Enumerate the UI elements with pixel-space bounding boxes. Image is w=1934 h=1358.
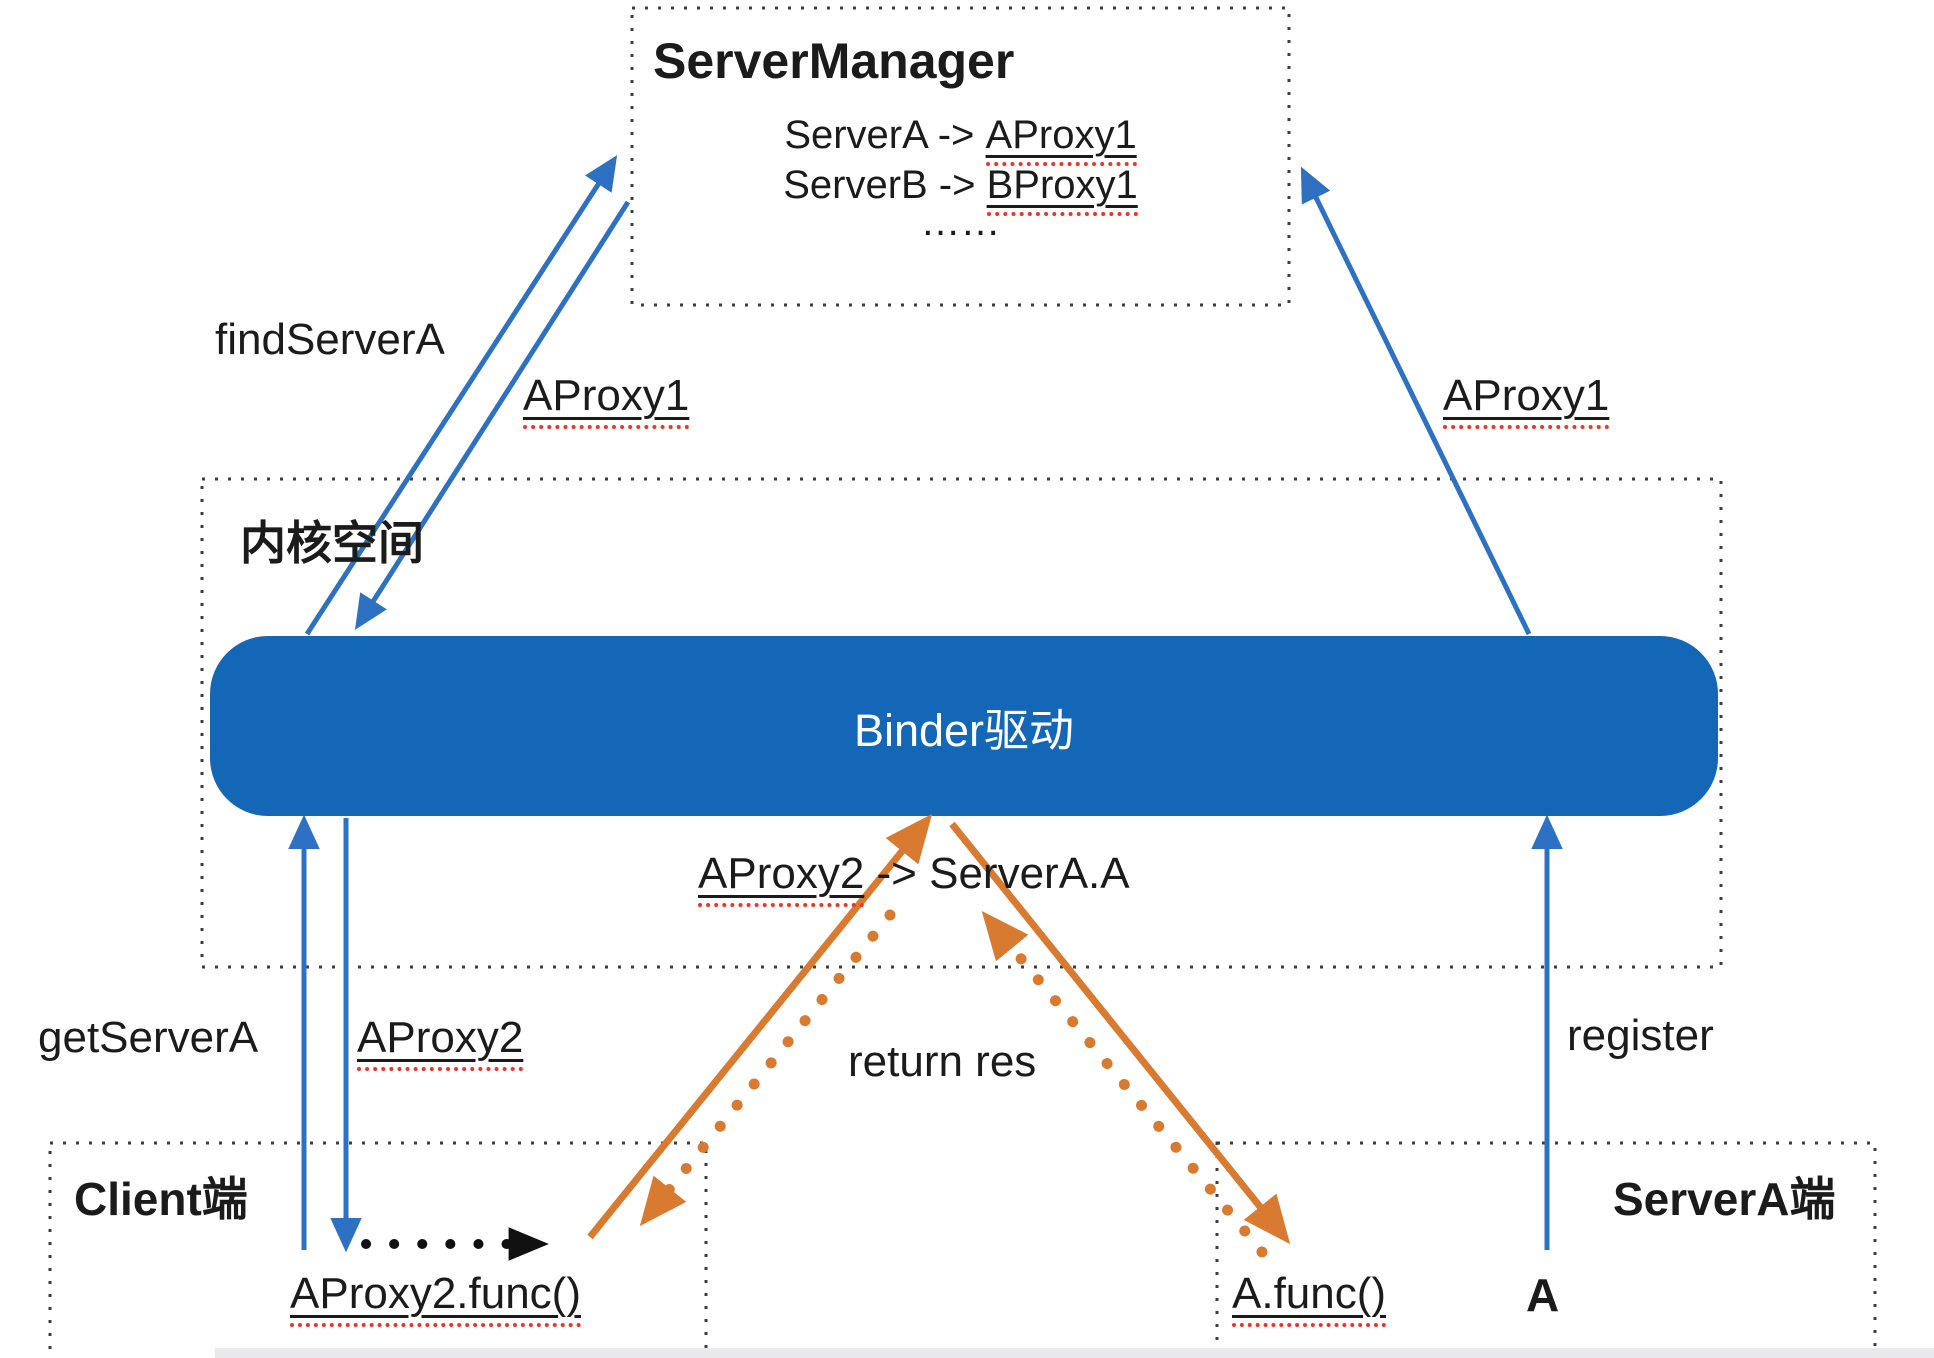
mapping-proxy: BProxy1 xyxy=(986,163,1138,216)
mapping-from: ServerA -> xyxy=(784,113,986,157)
label-findservera: findServerA xyxy=(215,315,445,364)
bottom-edge-strip xyxy=(215,1348,1934,1358)
arrow-aproxy1-down-left xyxy=(354,200,631,630)
label-aproxy1-left: AProxy1 xyxy=(523,371,690,430)
arrow-return-up-from-afunc xyxy=(981,910,1268,1258)
binder-mapping-rest: -> ServerA.A xyxy=(864,849,1130,898)
server-manager-row: ServerA -> AProxy1 xyxy=(632,113,1289,166)
mapping-proxy: AProxy1 xyxy=(985,113,1137,166)
label-aproxy1-right: AProxy1 xyxy=(1443,371,1610,430)
label-aproxy2: AProxy2 xyxy=(357,1013,524,1072)
arrow-findservera-up xyxy=(304,155,618,636)
server-manager-ellipsis: …… xyxy=(920,200,1001,244)
server-a-object-label: A xyxy=(1526,1269,1560,1321)
server-a-func-text: A.func() xyxy=(1232,1269,1387,1328)
binder-mapping-label: AProxy2 -> ServerA.A xyxy=(698,849,1130,908)
binder-driver-label: Binder驱动 xyxy=(853,704,1075,756)
binder-driver-bar xyxy=(210,636,1718,816)
server-a-func-label: A.func() xyxy=(1232,1269,1387,1328)
server-manager-row: ServerB -> BProxy1 xyxy=(632,163,1289,216)
server-manager-title: ServerManager xyxy=(653,33,1015,89)
label-getservera: getServerA xyxy=(38,1013,259,1062)
binder-mapping-proxy: AProxy2 xyxy=(698,849,865,908)
label-register: register xyxy=(1567,1011,1714,1060)
client-box xyxy=(48,1141,708,1358)
client-call-text: AProxy2.func() xyxy=(290,1269,581,1328)
label-aproxy1-left-text: AProxy1 xyxy=(523,371,690,430)
client-call-label: AProxy2.func() xyxy=(290,1269,581,1328)
arrow-return-down-to-client xyxy=(639,909,896,1227)
client-box-title: Client端 xyxy=(74,1173,248,1225)
mapping-from: ServerB -> xyxy=(783,163,987,207)
label-return-res: return res xyxy=(848,1037,1037,1086)
label-aproxy2-text: AProxy2 xyxy=(357,1013,524,1072)
label-aproxy1-right-text: AProxy1 xyxy=(1443,371,1610,430)
kernel-space-title: 内核空间 xyxy=(240,517,424,569)
arrow-call-up-to-binder xyxy=(587,813,933,1240)
server-a-box-title: ServerA端 xyxy=(1613,1173,1836,1225)
arrow-aproxy1-up-right xyxy=(1300,166,1532,636)
kernel-space-box xyxy=(200,477,1723,969)
arrow-dispatch-down-to-afunc xyxy=(949,821,1291,1245)
